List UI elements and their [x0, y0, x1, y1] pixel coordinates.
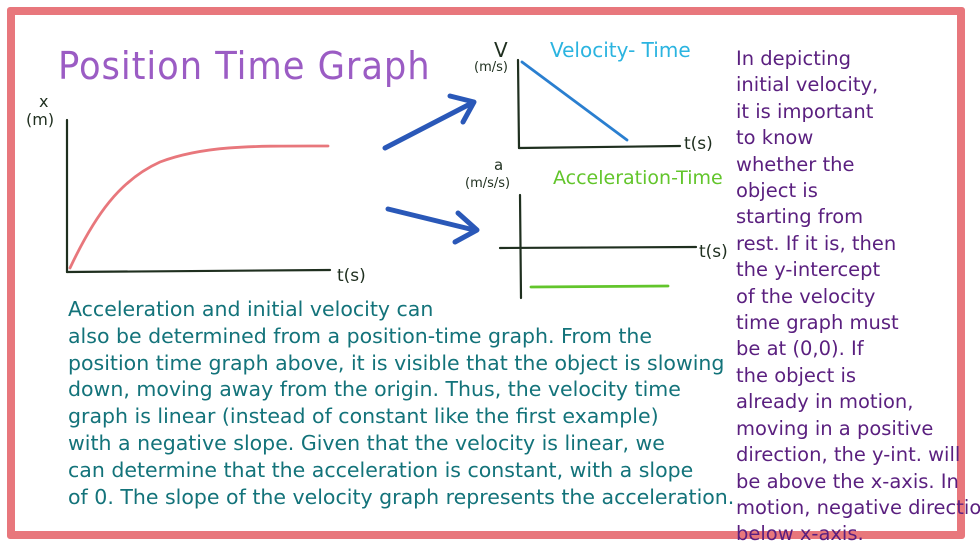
position-curve: [68, 144, 330, 270]
explanation-line: with a negative slope. Given that the ve…: [68, 430, 665, 455]
page-border: [7, 7, 965, 539]
side-note-line: In depicting: [736, 47, 852, 70]
side-note-line: be at (0,0). If: [736, 337, 864, 361]
acceleration-graph-title: Acceleration-Time: [553, 167, 723, 189]
explanation-line: position time graph above, it is visible…: [68, 350, 725, 375]
explanation-text: Acceleration and initial velocity can al…: [68, 296, 734, 510]
side-note: In depicting initial velocity, it is imp…: [736, 46, 980, 548]
acceleration-x-axis: [498, 245, 698, 250]
side-note-line: object is: [736, 179, 818, 203]
velocity-x-label: t(s): [684, 134, 713, 154]
acceleration-line: [529, 284, 670, 289]
velocity-y-unit: (m/s): [474, 60, 508, 75]
side-note-line: of the velocity: [736, 284, 876, 308]
explanation-line: Acceleration and initial velocity can: [68, 297, 434, 321]
side-note-line: already in motion,: [736, 390, 914, 414]
velocity-graph: [516, 58, 682, 150]
acceleration-y-axis: [518, 193, 523, 300]
arrow-to-acceleration: [385, 206, 480, 245]
explanation-line: also be determined from a position-time …: [68, 323, 652, 348]
position-graph-title: Position Time Graph: [58, 44, 431, 88]
velocity-x-axis: [517, 144, 682, 150]
velocity-line: [520, 60, 629, 142]
side-note-line: whether the: [736, 152, 855, 176]
acceleration-x-label: t(s): [699, 242, 728, 262]
side-note-line: to know: [736, 126, 814, 150]
side-note-line: initial velocity,: [736, 73, 879, 97]
side-note-line: the y-intercept: [736, 258, 881, 282]
side-note-line: rest. If it is, then: [736, 231, 897, 255]
position-x-label: t(s): [337, 266, 366, 286]
acceleration-y-unit: (m/s/s): [465, 176, 511, 191]
side-note-line: direction, the y-int. will: [736, 443, 961, 467]
side-note-line: motion, negative direction:: [736, 495, 980, 519]
explanation-line: down, moving away from the origin. Thus,…: [68, 377, 681, 402]
position-graph: [65, 118, 332, 274]
explanation-line: can determine that the acceleration is c…: [68, 457, 694, 482]
side-note-line: it is important: [736, 99, 874, 123]
velocity-y-axis: [516, 58, 521, 150]
side-note-line: the object is: [736, 363, 857, 387]
acceleration-graph: [498, 193, 698, 300]
explanation-line: graph is linear (instead of constant lik…: [68, 404, 659, 429]
position-y-unit: (m): [26, 110, 55, 129]
arrow-to-velocity: [382, 93, 477, 151]
explanation-line: of 0. The slope of the velocity graph re…: [68, 484, 735, 509]
position-y-label: x: [39, 92, 49, 111]
position-x-axis: [65, 268, 332, 274]
side-note-line: below x-axis.: [736, 522, 864, 546]
side-note-line: starting from: [736, 205, 864, 229]
velocity-y-label: V: [494, 38, 508, 62]
side-note-line: moving in a positive: [736, 416, 934, 440]
acceleration-y-label: a: [494, 156, 504, 174]
side-note-line: time graph must: [736, 311, 899, 335]
side-note-line: be above the x-axis. In: [736, 469, 959, 493]
velocity-graph-title: Velocity- Time: [550, 38, 691, 62]
